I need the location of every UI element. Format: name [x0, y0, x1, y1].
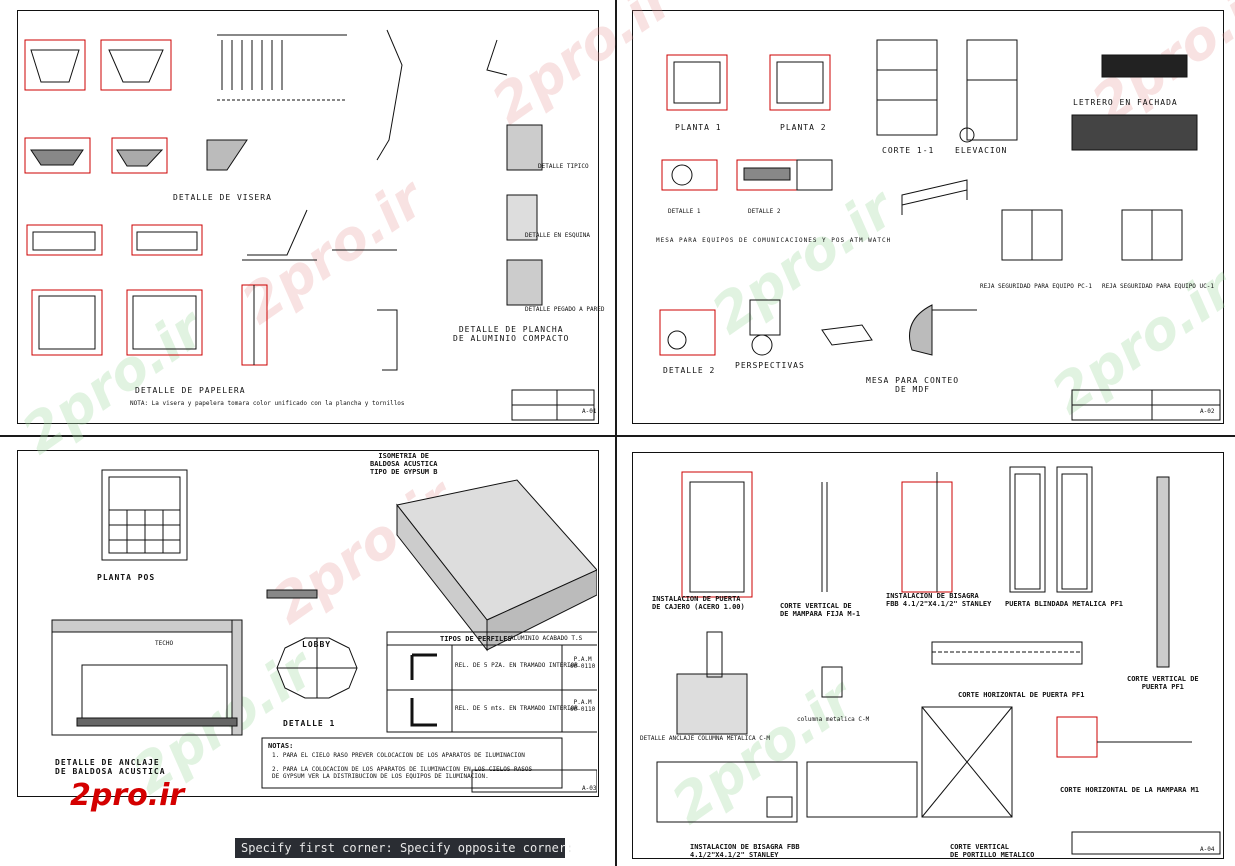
sheet-number: A-01: [582, 408, 597, 415]
title-perspectivas: PERSPECTIVAS: [735, 361, 805, 370]
title-reja-uc: REJA SEGURIDAD PARA EQUIPO UC-1: [1102, 283, 1214, 290]
title-plancha: DETALLE DE PLANCHA DE ALUMINIO COMPACTO: [453, 325, 570, 343]
title-corte-portillo: CORTE VERTICAL DE PORTILLO METALICO: [950, 843, 1035, 859]
title-letrero: LETRERO EN FACHADA: [1073, 98, 1178, 107]
title-puerta-cajero: INSTALACION DE PUERTA DE CAJERO (ACERO 1…: [652, 595, 745, 611]
sheet-number: A-03: [582, 785, 597, 792]
title-corte-mampara: CORTE VERTICAL DE DE MAMPARA FIJA M-1: [780, 602, 861, 618]
note-visera: NOTA: La visera y papelera tomara color …: [130, 400, 405, 407]
title-columna: columna metalica C-M: [797, 716, 870, 723]
label-detalle-tipico: DETALLE TIPICO: [538, 163, 589, 170]
title-lobby: LOBBY: [302, 640, 332, 649]
title-planta-2: PLANTA 2: [780, 123, 827, 132]
title-detalle-anclaje: DETALLE DE ANCLAJE DE BALDOSA ACUSTICA: [55, 758, 166, 776]
title-detalle-2b: DETALLE 2: [663, 366, 716, 375]
label-detalle-esquina: DETALLE EN ESQUINA: [525, 232, 591, 239]
title-isometria: ISOMETRIA DE BALDOSA ACUSTICA TIPO DE GY…: [370, 452, 438, 476]
title-mesa-equipos: MESA PARA EQUIPOS DE COMUNICACIONES Y PO…: [656, 237, 892, 244]
table-row-code: P.A.M 00-0110: [570, 656, 596, 670]
top-left-drawings: [24, 29, 595, 421]
vertical-divider: [615, 0, 617, 866]
table-row-desc: REL. DE 5 mts. EN TRAMADO INTERIOR: [455, 705, 578, 712]
command-line[interactable]: Specify first corner: Specify opposite c…: [235, 838, 573, 858]
title-visera: DETALLE DE VISERA: [173, 193, 272, 202]
title-elevacion: ELEVACION: [955, 146, 1008, 155]
title-planta-1: PLANTA 1: [675, 123, 722, 132]
notes-item: 1. PARA EL CIELO RASO PREVER COLOCACION …: [272, 752, 525, 759]
top-right-drawings: [659, 39, 1221, 421]
bottom-left-drawings: [51, 469, 597, 793]
site-logo: 2pro.ir: [70, 778, 185, 813]
sheet-number: A-02: [1200, 408, 1215, 415]
table-subtitle: ALUMINIO ACABADO T.S: [510, 635, 583, 642]
title-corte-horizontal-pf1: CORTE HORIZONTAL DE PUERTA PF1: [958, 691, 1085, 699]
table-title: TIPOS DE PERFILES: [440, 635, 512, 643]
title-detalle-2: DETALLE 2: [748, 208, 781, 215]
table-row-code: P.A.M 00-0110: [570, 699, 596, 713]
title-mesa-conteo: MESA PARA CONTEO DE MDF: [866, 376, 960, 394]
notes-item: 2. PARA LA COLOCACION DE LOS APARATOS DE…: [272, 766, 533, 780]
title-anclaje: DETALLE ANCLAJE COLUMNA METALICA C-M: [640, 735, 771, 742]
label-detalle-pegado: DETALLE PEGADO A PARED: [525, 306, 605, 313]
title-bisagra-2: INSTALACION DE BISAGRA FBB 4.1/2"X4.1/2"…: [690, 843, 800, 859]
horizontal-divider: [0, 435, 1235, 437]
title-puerta-blindada: PUERTA BLINDADA METALICA PF1: [1005, 600, 1124, 608]
sheet-top-left: [17, 10, 599, 424]
title-planta-pos: PLANTA POS: [97, 573, 156, 582]
title-corte-1-1: CORTE 1-1: [882, 146, 935, 155]
title-reja-pc: REJA SEGURIDAD PARA EQUIPO PC-1: [980, 283, 1092, 290]
title-corte-horizontal-m1: CORTE HORIZONTAL DE LA MAMPARA M1: [1060, 786, 1200, 794]
title-bisagra: INSTALACION DE BISAGRA FBB 4.1/2"X4.1/2"…: [886, 592, 992, 608]
sheet-number: A-04: [1200, 846, 1215, 853]
bottom-right-drawings: [656, 466, 1221, 855]
title-detalle-1: DETALLE 1: [668, 208, 701, 215]
title-papelera: DETALLE DE PAPELERA: [135, 386, 246, 395]
notes-title: NOTAS:: [268, 742, 294, 750]
sheet-bottom-right: [632, 452, 1224, 859]
sheet-top-right: [632, 10, 1224, 424]
label-techo: TECHO: [155, 640, 174, 647]
title-corte-vertical-pf1: CORTE VERTICAL DE PUERTA PF1: [1127, 675, 1199, 691]
table-row-desc: REL. DE 5 PZA. EN TRAMADO INTERIOR: [455, 662, 578, 669]
title-detalle-1: DETALLE 1: [283, 719, 336, 728]
